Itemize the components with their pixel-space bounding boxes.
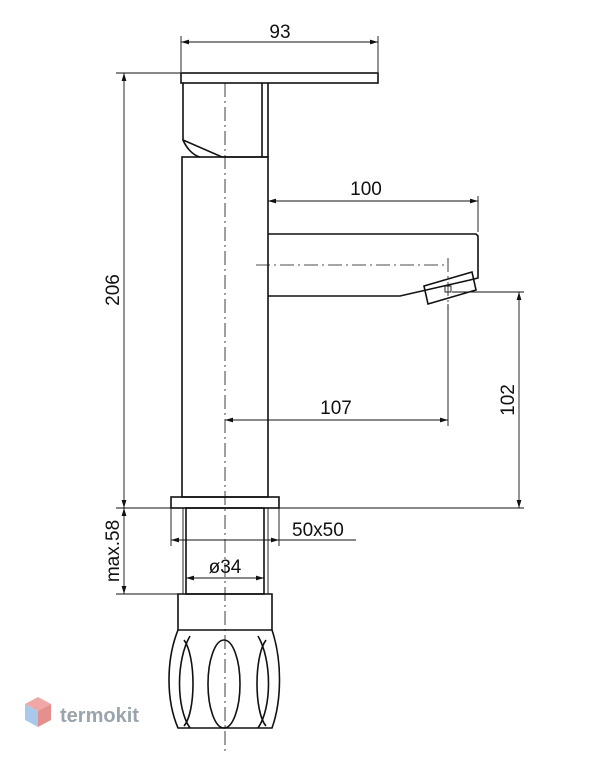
dimension-base-size: 50x50 [170,508,356,546]
dim-50x50: 50x50 [292,520,344,541]
dimension-outlet-height: 102 [279,291,524,509]
dimension-total-height: 206 [103,72,181,509]
dimension-spout-length: 100 [267,179,479,232]
dimension-max-mount: max.58 [103,508,178,595]
dimension-center-to-outlet: 107 [225,304,449,426]
spout [268,233,479,297]
dim-max58: max.58 [103,520,124,582]
dim-206: 206 [103,274,124,306]
handle-block [182,83,269,158]
aerator [423,270,477,306]
dim-d34: ø34 [209,557,242,578]
dim-100: 100 [350,179,382,200]
termokit-logo-icon [25,697,51,727]
dim-102: 102 [498,384,519,416]
mounting-nut [168,593,281,729]
center-lines [224,83,449,752]
watermark: termokit [25,697,139,727]
dim-107: 107 [320,398,352,419]
dimension-top-width: 93 [180,22,379,72]
watermark-brand: termokit [60,705,139,727]
lever-handle [180,72,379,84]
dim-93: 93 [269,22,290,43]
dimension-shank-diameter: ø34 [186,557,264,581]
